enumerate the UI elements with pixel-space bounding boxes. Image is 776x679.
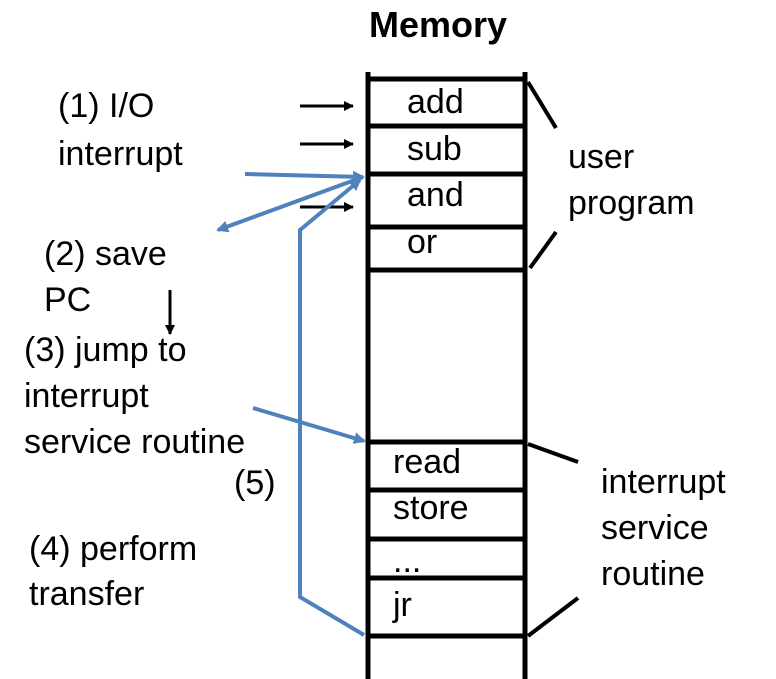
memory-cell-sub: sub — [407, 130, 462, 168]
memory-cell-read: read — [393, 443, 462, 481]
memory-cell-store: store — [393, 489, 469, 527]
pc-pointer-arrows — [165, 101, 354, 335]
jump-to-isr-arrow — [252, 406, 366, 444]
step2-label-line1: (2) save — [44, 235, 167, 273]
step1-label-line2: interrupt — [58, 135, 183, 173]
user-program-label-line2: program — [568, 184, 695, 222]
isr-bracket — [526, 442, 580, 638]
memory-cell-and: and — [407, 176, 464, 214]
isr-label-line1: interrupt — [601, 463, 726, 501]
memory-row-lines — [368, 76, 525, 639]
step4-label-line2: transfer — [29, 575, 145, 613]
isr-label-line3: routine — [601, 555, 705, 593]
memory-cell-ellipsis: ... — [393, 542, 422, 580]
step3-label-line1: (3) jump to — [24, 331, 187, 369]
memory-title: Memory — [369, 4, 508, 45]
interrupt-arrow — [244, 170, 365, 183]
return-arrow — [298, 178, 366, 637]
memory-cell-add: add — [407, 83, 464, 121]
memory-cell-or: or — [407, 223, 438, 261]
save-pc-arrow — [216, 175, 364, 233]
memory-cell-jr: jr — [393, 586, 412, 624]
step1-label-line1: (1) I/O — [58, 87, 155, 125]
isr-label-line2: service — [601, 509, 709, 547]
step2-label-line2: PC — [44, 281, 92, 319]
step3-label-line2: interrupt — [24, 377, 149, 415]
step3-label-line3: service routine — [24, 423, 246, 461]
user-program-bracket — [526, 80, 558, 270]
user-program-label-line1: user — [568, 138, 635, 176]
flow-arrows — [216, 170, 366, 637]
step5-label: (5) — [234, 464, 276, 502]
step4-label-line1: (4) perform — [29, 530, 198, 568]
